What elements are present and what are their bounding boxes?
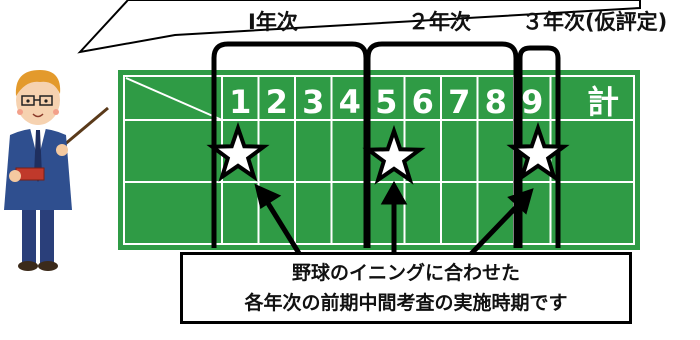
speech-bubble-tail xyxy=(77,0,641,54)
inning-number-2: 2 xyxy=(266,83,288,121)
caption-line-2: 各年次の前期中間考査の実施時期です xyxy=(244,292,568,314)
inning-number-1: 1 xyxy=(229,83,251,121)
inning-number-6: 6 xyxy=(412,83,434,121)
year2-bracket xyxy=(365,41,519,248)
year2-label: ２年次 xyxy=(408,10,471,34)
inning-number-9: 9 xyxy=(521,83,543,121)
inning-number-4: 4 xyxy=(339,83,361,121)
scoreboard-frame xyxy=(123,75,635,245)
year1-bracket xyxy=(211,41,369,248)
star-icon xyxy=(206,121,270,182)
year1-label: Ⅰ年次 xyxy=(248,10,298,34)
pointer-arrows xyxy=(254,180,534,257)
header-diagonal xyxy=(125,77,223,121)
arrow-to-year1 xyxy=(263,198,303,257)
inning-number-5: 5 xyxy=(375,83,397,121)
star-icon xyxy=(506,121,570,182)
exam-stars xyxy=(206,121,570,185)
year3-bracket xyxy=(517,45,561,248)
year3-label: ３年次(仮評定) xyxy=(522,10,668,34)
inning-number-8: 8 xyxy=(485,83,507,121)
caption-box: 野球のイニングに合わせた 各年次の前期中間考査の実施時期です xyxy=(180,252,632,324)
caption-line-1: 野球のイニングに合わせた xyxy=(291,262,520,284)
year-brackets xyxy=(211,41,561,248)
teacher-illustration xyxy=(4,70,109,271)
star-icon xyxy=(362,124,426,185)
inning-number-7: 7 xyxy=(448,83,470,121)
total-label: 計 xyxy=(587,83,619,121)
arrow-to-year3 xyxy=(468,201,522,257)
inning-number-3: 3 xyxy=(302,83,324,121)
